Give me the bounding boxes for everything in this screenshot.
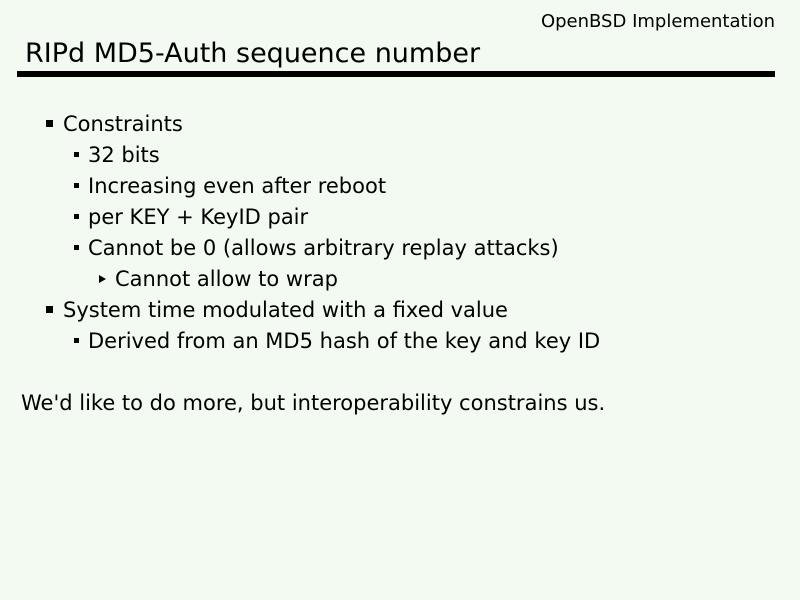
- slide-context-label: OpenBSD Implementation: [540, 11, 775, 32]
- list-item: 32 bits: [0, 139, 800, 170]
- bullet-text: Increasing even after reboot: [88, 173, 387, 198]
- bullet-text: Cannot allow to wrap: [115, 266, 338, 291]
- square-bullet-icon: [74, 214, 79, 219]
- square-bullet-icon: [46, 306, 53, 313]
- bullet-text: Cannot be 0 (allows arbitrary replay att…: [88, 235, 559, 260]
- list-item: System time modulated with a fixed value: [0, 294, 800, 325]
- closing-note: We'd like to do more, but interoperabili…: [21, 391, 606, 415]
- bullet-list: Constraints 32 bits Increasing even afte…: [0, 108, 800, 356]
- list-item: Constraints: [0, 108, 800, 139]
- list-item: Increasing even after reboot: [0, 170, 800, 201]
- bullet-text: Derived from an MD5 hash of the key and …: [88, 328, 601, 353]
- list-item: Derived from an MD5 hash of the key and …: [0, 325, 800, 356]
- bullet-text: per KEY + KeyID pair: [88, 204, 309, 229]
- square-bullet-icon: [74, 183, 79, 188]
- slide-title: RIPd MD5-Auth sequence number: [25, 38, 481, 69]
- square-bullet-icon: [74, 245, 79, 250]
- bullet-text: Constraints: [63, 111, 183, 136]
- title-underline-rule: [17, 71, 775, 77]
- square-bullet-icon: [74, 338, 79, 343]
- list-item: Cannot be 0 (allows arbitrary replay att…: [0, 232, 800, 263]
- bullet-text: System time modulated with a fixed value: [63, 297, 508, 322]
- list-item: Cannot allow to wrap: [0, 263, 800, 294]
- triangle-bullet-icon: [99, 274, 106, 283]
- bullet-text: 32 bits: [88, 142, 160, 167]
- list-item: per KEY + KeyID pair: [0, 201, 800, 232]
- square-bullet-icon: [74, 152, 79, 157]
- square-bullet-icon: [46, 120, 53, 127]
